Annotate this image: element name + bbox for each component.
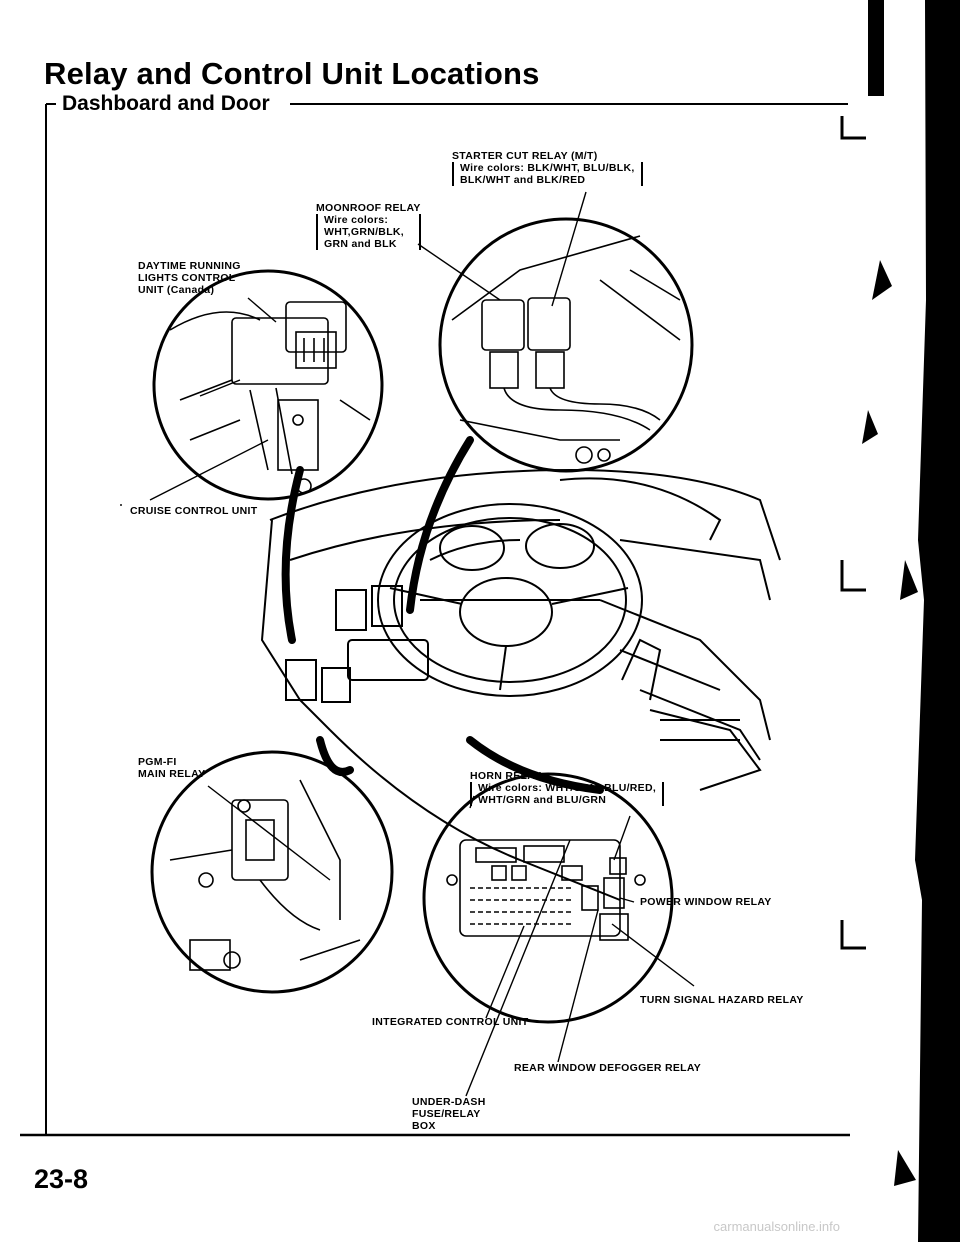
starter-moonroof-detail [451,235,681,464]
horn-relay-wire-colors-1: Wire colors: WHT/GRN, BLU/RED, [470,782,665,794]
page-number: 23-8 [34,1164,89,1194]
drl-cruise-detail [169,301,371,494]
fuse-box-line2: FUSE/RELAY [412,1108,481,1120]
moonroof-relay-wire-colors-1: Wire colors: [316,214,421,226]
drl-unit-line1: DAYTIME RUNNING [138,260,241,272]
moonroof-relay-wire-colors-3: GRN and BLK [316,238,421,250]
drl-unit-line3: UNIT (Canada) [138,284,215,296]
dashboard [260,468,781,901]
label-rear-window-defogger-relay: REAR WINDOW DEFOGGER RELAY [514,1062,702,1074]
drl-unit-line2: LIGHTS CONTROL [138,272,236,284]
page-frame [20,103,850,1137]
thick-leaders [281,436,604,794]
inset-circles [150,217,694,1024]
pgm-fi-relay-detail [169,779,361,971]
corner-marks [840,116,866,950]
fuse-box-line1: UNDER-DASH [412,1096,486,1108]
label-turn-signal-hazard-relay: TURN SIGNAL HAZARD RELAY [640,994,804,1006]
label-pgm-fi-main-relay: PGM-FI MAIN RELAY [138,756,205,780]
watermark: carmanualsonline.info [713,1219,840,1234]
leader-lines [120,191,695,1097]
page-title: Relay and Control Unit Locations [44,56,540,91]
fuse-box-line3: BOX [412,1120,436,1132]
pgm-fi-line2: MAIN RELAY [138,768,206,780]
horn-relay-name: HORN RELAY [470,770,542,782]
right-edge-band [862,0,960,1242]
starter-cut-relay-wire-colors-1: Wire colors: BLK/WHT, BLU/BLK, [452,162,643,174]
label-horn-relay: HORN RELAY Wire colors: WHT/GRN, BLU/RED… [470,770,665,806]
pgm-fi-line1: PGM-FI [138,756,177,768]
label-drl-control-unit: DAYTIME RUNNING LIGHTS CONTROL UNIT (Can… [138,260,241,296]
moonroof-relay-wire-colors-2: WHT,GRN/BLK, [316,226,421,238]
label-under-dash-fuse-box: UNDER-DASH FUSE/RELAY BOX [412,1096,486,1132]
moonroof-relay-name: MOONROOF RELAY [316,202,421,214]
starter-cut-relay-wire-colors-2: BLK/WHT and BLK/RED [452,174,643,186]
label-starter-cut-relay: STARTER CUT RELAY (M/T) Wire colors: BLK… [452,150,643,186]
fuse-box-detail [446,839,646,941]
horn-relay-wire-colors-2: WHT/GRN and BLU/GRN [470,794,665,806]
label-power-window-relay: POWER WINDOW RELAY [640,896,772,908]
label-cruise-control-unit: CRUISE CONTROL UNIT [130,505,258,517]
starter-cut-relay-name: STARTER CUT RELAY (M/T) [452,150,598,162]
section-subtitle: Dashboard and Door [62,92,270,115]
label-moonroof-relay: MOONROOF RELAY Wire colors: WHT,GRN/BLK,… [316,202,421,250]
label-integrated-control-unit: INTEGRATED CONTROL UNIT [372,1016,529,1028]
